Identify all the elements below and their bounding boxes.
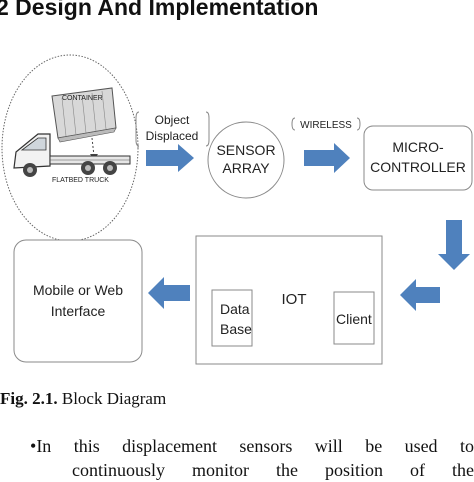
- interface-box: [13, 239, 143, 363]
- body-word: of: [409, 460, 425, 480]
- wireless-label: WIRELESS: [300, 120, 352, 131]
- object-displaced-bracket: [135, 111, 210, 147]
- container-picture: CONTAINER: [51, 87, 117, 143]
- body-word: •In: [30, 436, 52, 456]
- arrow-iot-to-interface: [148, 277, 190, 309]
- body-word: displacement: [122, 436, 218, 456]
- truck-illustration: CONTAINER FLATBED TRUCK: [1, 54, 139, 242]
- body-line-2: continuously monitor the position of the: [30, 458, 474, 482]
- arrow-into-iot: [400, 279, 440, 311]
- body-paragraph: •In this displacement sensors will be us…: [30, 434, 474, 482]
- body-word: the: [451, 460, 474, 480]
- body-word: be: [365, 436, 383, 456]
- body-word: used: [404, 436, 438, 456]
- wireless-bracket: [291, 117, 361, 131]
- client-label: Client: [336, 311, 372, 327]
- sensor-array-label-line1: SENSOR: [216, 142, 275, 158]
- arrow-sensor-to-microcontroller: [304, 143, 350, 173]
- bullet-glyph: •: [30, 436, 37, 456]
- sensor-array-node: [207, 121, 285, 199]
- body-word: continuously: [72, 460, 165, 480]
- truck-picture: FLATBED TRUCK: [13, 133, 131, 184]
- body-word: the: [275, 460, 298, 480]
- body-word: this: [73, 436, 100, 456]
- interface-label-line1: Mobile or Web: [33, 282, 123, 298]
- body-word: sensors: [239, 436, 293, 456]
- truck-label: FLATBED TRUCK: [52, 177, 109, 184]
- body-word: monitor: [191, 460, 249, 480]
- figure-caption-label: Fig. 2.1.: [0, 389, 58, 408]
- interface-label-line2: Interface: [51, 303, 106, 319]
- iot-label: IOT: [282, 291, 307, 308]
- figure-caption-text: Block Diagram: [57, 389, 167, 408]
- body-word: will: [314, 436, 343, 456]
- figure-caption: Fig. 2.1. Block Diagram: [0, 389, 166, 409]
- section-heading: 2 Design And Implementation: [0, 0, 319, 20]
- microcontroller-box: [363, 125, 473, 191]
- database-label-line1: Data: [220, 301, 250, 317]
- microcontroller-label-line1: MICRO-: [392, 139, 444, 155]
- database-label-line2: Base: [220, 321, 252, 337]
- database-box: [211, 289, 253, 347]
- arrow-illustration-to-sensor: [146, 144, 194, 172]
- container-label: CONTAINER: [62, 95, 103, 102]
- object-displaced-label-line1: Object: [155, 113, 190, 127]
- body-word: position: [324, 460, 383, 480]
- sensor-array-label-line2: ARRAY: [222, 160, 270, 176]
- body-line-1: •In this displacement sensors will be us…: [30, 434, 474, 458]
- body-word: to: [459, 436, 474, 456]
- object-displaced-label-line2: Displaced: [146, 129, 199, 143]
- client-box: [333, 291, 375, 345]
- arrow-microcontroller-to-iot: [438, 220, 470, 270]
- microcontroller-label-line2: CONTROLLER: [370, 159, 466, 175]
